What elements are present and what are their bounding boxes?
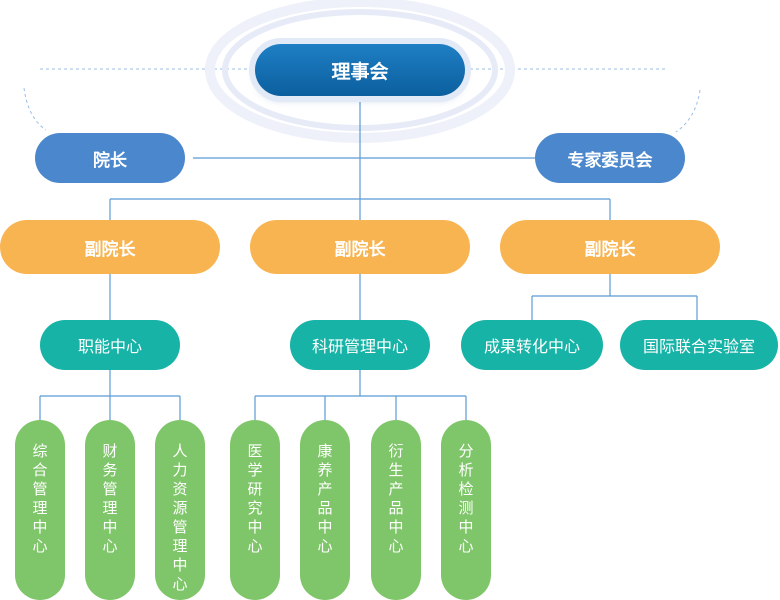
board-node: 理事会: [255, 44, 465, 96]
president-node: 院长: [35, 133, 185, 183]
health-products-node: 康养产品中心: [300, 420, 350, 600]
research-mgmt-center-node: 科研管理中心: [290, 320, 430, 370]
medical-research-node: 医学研究中心: [230, 420, 280, 600]
achievement-center-node: 成果转化中心: [461, 320, 603, 370]
comprehensive-mgmt-node: 综合管理中心: [15, 420, 65, 600]
expert-committee-node: 专家委员会: [535, 133, 685, 183]
hr-mgmt-node: 人力资源管理中心: [155, 420, 205, 600]
vice-president-left-node: 副院长: [0, 220, 220, 274]
finance-mgmt-node: 财务管理中心: [85, 420, 135, 600]
vice-president-middle-node: 副院长: [250, 220, 470, 274]
intl-lab-node: 国际联合实验室: [620, 320, 778, 370]
analysis-testing-node: 分析检测中心: [441, 420, 491, 600]
functional-center-node: 职能中心: [40, 320, 180, 370]
vice-president-right-node: 副院长: [500, 220, 720, 274]
derivative-products-node: 衍生产品中心: [371, 420, 421, 600]
